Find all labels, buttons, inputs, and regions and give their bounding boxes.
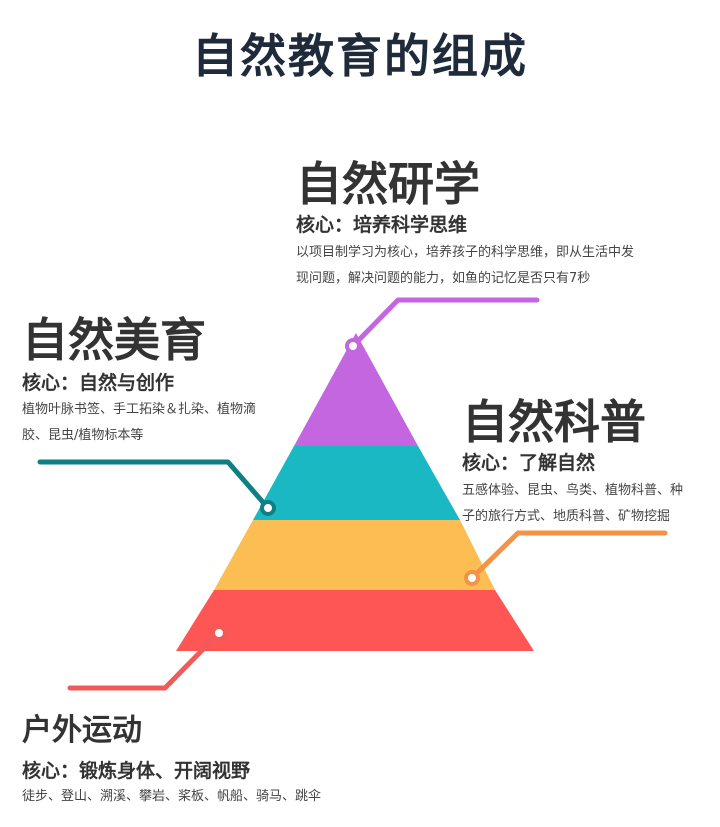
aesthetics-desc-line-2: 胶、昆虫/植物标本等 — [22, 428, 144, 443]
marker-research — [345, 338, 361, 354]
label-outdoor-title: 户外运动 — [22, 713, 142, 748]
connector-outdoor — [67, 630, 222, 691]
page-title: 自然教育的组成 — [192, 29, 528, 83]
label-science-desc: 五感体验、昆虫、鸟类、植物科普、种 子的旅行方式、地质科普、矿物挖掘 — [462, 478, 720, 530]
pyramid-layer-aesthetics — [253, 446, 460, 520]
research-desc-line-1: 以项目制学习为核心，培养孩子的科学思维，即从生活中发 — [296, 245, 635, 260]
science-desc-line-2: 子的旅行方式、地质科普、矿物挖掘 — [462, 509, 671, 524]
science-desc-line-1: 五感体验、昆虫、鸟类、植物科普、种 — [462, 483, 684, 498]
label-aesthetics-core: 核心：自然与创作 — [22, 372, 175, 394]
label-science-title: 自然科普 — [462, 395, 646, 449]
marker-science — [464, 570, 480, 586]
research-desc-line-2: 现问题，解决问题的能力，如鱼的记忆是否只有7秒 — [296, 271, 591, 286]
label-aesthetics-title: 自然美育 — [22, 313, 206, 367]
label-research-title: 自然研学 — [296, 157, 480, 211]
label-science-core: 核心：了解自然 — [462, 452, 596, 474]
marker-aesthetics — [260, 500, 276, 516]
connector-aesthetics — [37, 459, 271, 511]
label-research-core: 核心：培养科学思维 — [296, 214, 468, 236]
connector-science — [469, 530, 668, 581]
outdoor-desc-line-1: 徒步、登山、溯溪、攀岩、桨板、帆船、骑马、跳伞 — [22, 789, 322, 804]
label-outdoor-desc: 徒步、登山、溯溪、攀岩、桨板、帆船、骑马、跳伞 — [22, 784, 442, 810]
label-aesthetics-desc: 植物叶脉书签、手工拓染＆扎染、植物滴 胶、昆虫/植物标本等 — [22, 397, 322, 449]
connector-research — [350, 297, 540, 349]
aesthetics-desc-line-1: 植物叶脉书签、手工拓染＆扎染、植物滴 — [22, 402, 257, 417]
pyramid-layer-science — [214, 520, 495, 590]
label-outdoor-core: 核心：锻炼身体、开阔视野 — [22, 760, 251, 782]
marker-outdoor — [211, 625, 227, 641]
pyramid-layer-outdoor — [176, 590, 534, 651]
label-research-desc: 以项目制学习为核心，培养孩子的科学思维，即从生活中发 现问题，解决问题的能力，如… — [296, 240, 716, 292]
pyramid-layer-research — [294, 333, 418, 446]
